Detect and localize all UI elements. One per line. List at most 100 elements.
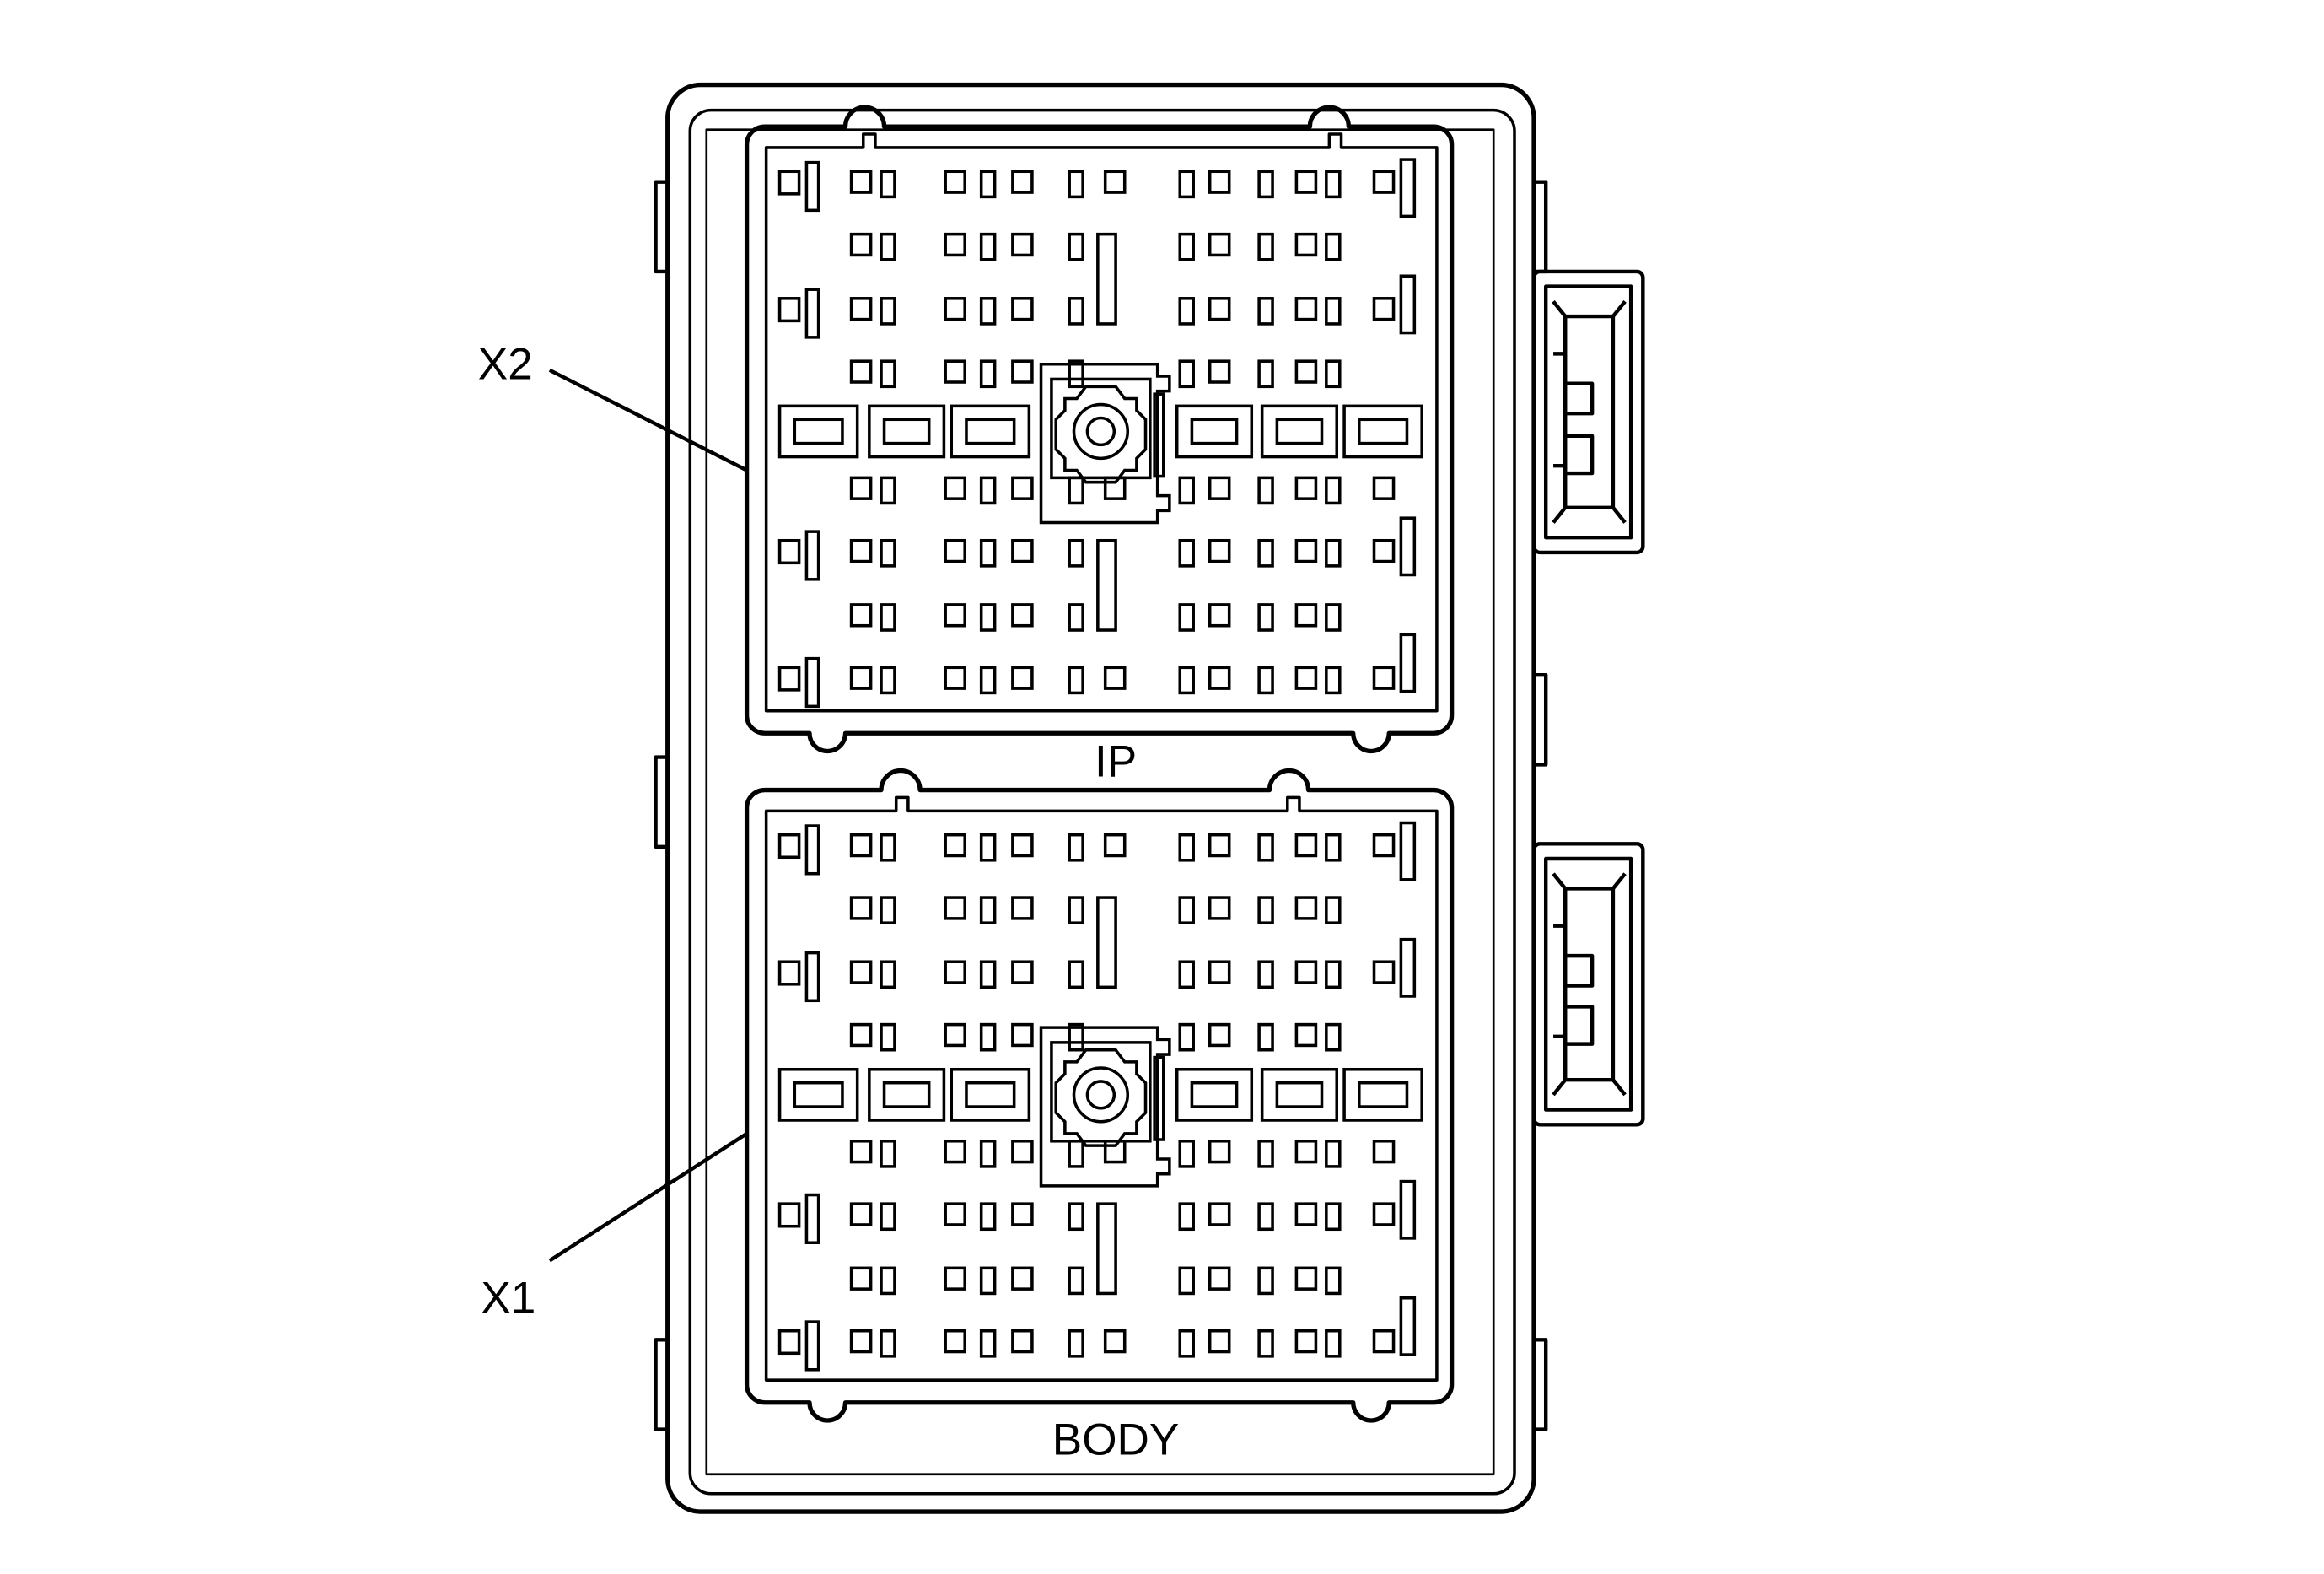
terminal-cavity — [777, 666, 801, 692]
terminal-cavity — [1208, 476, 1231, 500]
terminal-cavity — [880, 960, 896, 989]
terminal-cavity — [1208, 1022, 1231, 1048]
terminal-cavity — [880, 833, 896, 862]
terminal-cavity — [1011, 232, 1034, 257]
terminal-cavity — [1068, 896, 1084, 924]
terminal-cavity — [1372, 170, 1396, 194]
terminal-cavity — [1372, 666, 1396, 690]
terminal-cavity — [1294, 538, 1318, 563]
terminal-cavity — [849, 1266, 873, 1291]
stud-side-slot — [1153, 1055, 1165, 1141]
connector-x2-ip — [744, 105, 1455, 754]
terminal-cavity — [1325, 297, 1342, 326]
terminal-cavity — [1325, 896, 1342, 924]
terminal-cavity — [944, 476, 966, 500]
left-ribs — [654, 180, 668, 1431]
terminal-cavity — [944, 1140, 966, 1164]
stud-side-slot — [1153, 392, 1165, 478]
terminal-cavity — [944, 1202, 966, 1226]
terminal-cavity — [1257, 1329, 1274, 1358]
terminal-cavity — [849, 170, 873, 194]
terminal-cavity — [1178, 476, 1195, 505]
terminal-cavity — [979, 170, 997, 199]
terminal-cavity — [1257, 538, 1274, 568]
terminal-cavity — [1294, 1140, 1318, 1164]
terminal-cavity — [1068, 476, 1084, 505]
terminal-cavity — [944, 170, 966, 194]
terminal-cavity — [1011, 1022, 1034, 1048]
connector-x1-inner — [764, 795, 1439, 1382]
terminal-cavity — [1325, 1022, 1342, 1052]
terminal-cavity — [1325, 1202, 1342, 1232]
terminal-cavity — [1325, 603, 1342, 632]
terminal-cavity — [880, 1140, 896, 1168]
terminal-cavity — [1399, 274, 1417, 335]
terminal-cavity — [880, 359, 896, 389]
terminal-cavity — [1325, 1329, 1342, 1358]
terminal-cavity — [1178, 297, 1195, 326]
stud-frame — [1039, 362, 1171, 525]
terminal-cavity — [1257, 1022, 1274, 1052]
terminal-cavity — [1325, 538, 1342, 568]
terminal-cavity — [1068, 960, 1084, 989]
connector-x1-body — [744, 768, 1455, 1423]
terminal-cavity — [804, 824, 820, 876]
power-terminal-inner — [965, 418, 1016, 445]
terminal-cavity — [1294, 170, 1318, 194]
terminal-cavity — [880, 232, 896, 261]
power-terminal-inner — [1190, 418, 1239, 445]
terminal-cavity — [1096, 896, 1117, 989]
terminal-cavity — [1294, 833, 1318, 858]
stud-outer-ring — [1072, 402, 1130, 461]
terminal-cavity — [1068, 232, 1084, 261]
power-terminal-cavity — [1260, 1067, 1339, 1122]
terminal-cavity — [1294, 896, 1318, 920]
terminal-cavity — [849, 359, 873, 384]
terminal-cavity — [880, 297, 896, 326]
power-terminal-cavity — [868, 1067, 946, 1122]
terminal-cavity — [1068, 1022, 1084, 1052]
terminal-cavity — [849, 1202, 873, 1226]
terminal-cavity — [1294, 476, 1318, 500]
terminal-cavity — [944, 538, 966, 563]
terminal-cavity — [880, 666, 896, 695]
terminal-cavity — [1068, 1266, 1084, 1296]
terminal-cavity — [777, 960, 801, 986]
terminal-cavity — [1178, 603, 1195, 632]
terminal-cavity — [1208, 1202, 1231, 1226]
terminal-cavity — [1178, 1140, 1195, 1168]
terminal-cavity — [1399, 937, 1417, 998]
terminal-cavity — [1068, 666, 1084, 695]
terminal-cavity — [1068, 603, 1084, 632]
terminal-cavity — [1325, 960, 1342, 989]
stud-hole — [1085, 1080, 1116, 1110]
body-connector-name: BODY — [1052, 1415, 1180, 1465]
terminal-cavity — [1257, 297, 1274, 326]
housing-inner-line — [705, 128, 1495, 1476]
terminal-cavity — [849, 476, 873, 500]
terminal-cavity — [880, 170, 896, 199]
power-terminal-inner — [793, 1081, 844, 1108]
terminal-cavity — [1325, 232, 1342, 261]
terminal-cavity — [1325, 833, 1342, 862]
terminal-cavity — [1257, 476, 1274, 505]
terminal-cavity — [1011, 359, 1034, 384]
terminal-cavity — [1399, 633, 1417, 693]
terminal-cavity — [880, 1202, 896, 1232]
terminal-cavity — [1372, 1140, 1396, 1164]
terminal-cavity — [880, 476, 896, 505]
terminal-cavity — [1294, 232, 1318, 257]
terminal-cavity — [1178, 170, 1195, 199]
power-terminal-cavity — [777, 404, 859, 459]
terminal-cavity — [1257, 896, 1274, 924]
terminal-cavity — [1103, 833, 1127, 858]
terminal-cavity — [777, 170, 801, 196]
terminal-cavity — [979, 1329, 997, 1358]
terminal-cavity — [1208, 1266, 1231, 1291]
terminal-cavity — [1011, 666, 1034, 690]
terminal-cavity — [1257, 1202, 1274, 1232]
terminal-cavity — [1325, 1266, 1342, 1296]
power-terminal-cavity — [1342, 404, 1423, 459]
terminal-cavity — [1103, 1329, 1127, 1354]
terminal-cavity — [1208, 538, 1231, 563]
